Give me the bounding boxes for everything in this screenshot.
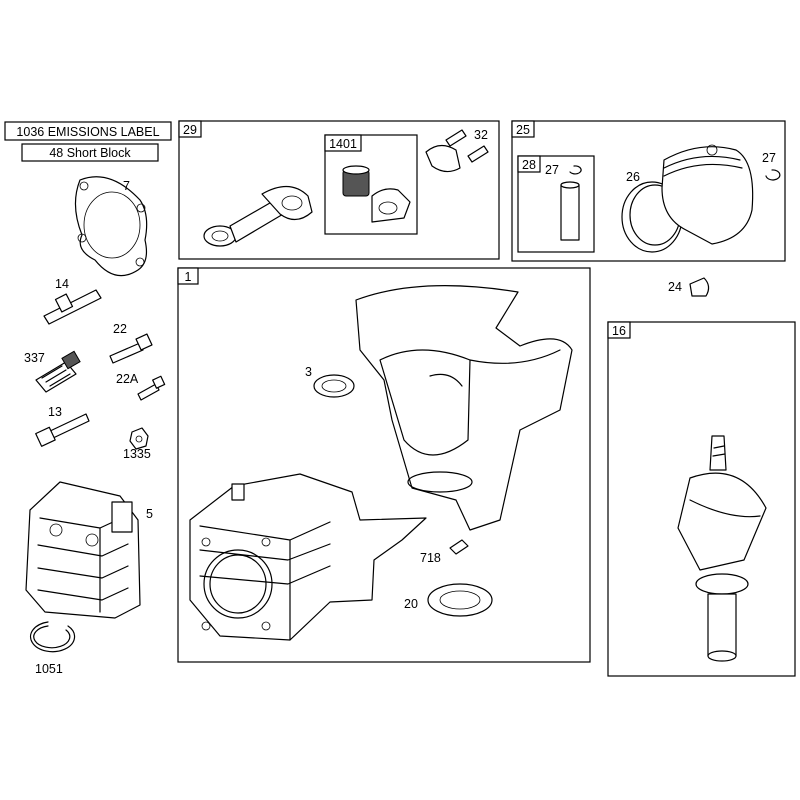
piston-pin-part[interactable]	[560, 181, 580, 241]
box-1: 1	[177, 267, 591, 663]
part-label-13: 13	[48, 405, 62, 419]
part-label-32: 32	[474, 128, 488, 142]
box-label-29: 29	[183, 123, 197, 137]
part-label-1335: 1335	[123, 447, 151, 461]
connecting-rod-part[interactable]	[203, 185, 313, 247]
box-1401: 1401	[324, 134, 418, 235]
rod-cap-part[interactable]	[371, 188, 411, 223]
key-part[interactable]	[689, 277, 710, 297]
rod-bolts-part[interactable]	[425, 129, 489, 173]
crankcase-part[interactable]	[189, 285, 573, 641]
box-label-28: 28	[522, 158, 536, 172]
piston-part[interactable]	[661, 144, 754, 245]
emissions-label-text: 1036 EMISSIONS LABEL	[16, 125, 159, 139]
short-block-text: 48 Short Block	[49, 146, 131, 160]
part-label-1051: 1051	[35, 662, 63, 676]
part-label-27a: 27	[545, 163, 559, 177]
gasket-part[interactable]	[74, 176, 148, 277]
part-label-20: 20	[404, 597, 418, 611]
part-label-14: 14	[55, 277, 69, 291]
box-25: 25	[511, 120, 786, 262]
part-label-27b: 27	[762, 151, 776, 165]
part-label-7: 7	[123, 179, 130, 193]
needle-bearing-part[interactable]	[342, 165, 370, 197]
stud-part[interactable]	[43, 289, 102, 325]
piston-pin-clip-part[interactable]	[569, 165, 582, 175]
box-28: 28	[517, 155, 595, 253]
part-label-3: 3	[305, 365, 312, 379]
piston-clip-part[interactable]	[765, 169, 781, 181]
part-label-22: 22	[113, 322, 127, 336]
part-label-718: 718	[420, 551, 441, 565]
box-label-16: 16	[612, 324, 626, 338]
emissions-label-tag[interactable]: 1036 EMISSIONS LABEL	[4, 121, 172, 141]
cylinder-head-part[interactable]	[25, 481, 141, 619]
box-16: 16	[607, 321, 796, 677]
box-label-25: 25	[516, 123, 530, 137]
part-label-22A: 22A	[116, 372, 139, 386]
short-block-tag[interactable]: 48 Short Block	[21, 143, 159, 162]
oil-seal-3-part[interactable]	[313, 374, 355, 398]
retaining-ring-part[interactable]	[29, 621, 76, 653]
nut-part[interactable]	[129, 427, 149, 450]
part-label-24: 24	[668, 280, 682, 294]
oil-seal-20-part[interactable]	[427, 583, 493, 617]
dowel-pin-part[interactable]	[449, 539, 469, 555]
bolt-13-part[interactable]	[35, 413, 90, 447]
box-label-1401: 1401	[329, 137, 357, 151]
bolt-22-part[interactable]	[109, 333, 153, 364]
box-label-1: 1	[185, 270, 192, 284]
part-label-5: 5	[146, 507, 153, 521]
box-29: 29	[178, 120, 500, 260]
bolt-22A-part[interactable]	[137, 375, 166, 401]
part-label-337: 337	[24, 351, 45, 365]
spark-plug-part[interactable]	[35, 350, 81, 393]
part-label-26: 26	[626, 170, 640, 184]
crankshaft-part[interactable]	[677, 435, 767, 662]
